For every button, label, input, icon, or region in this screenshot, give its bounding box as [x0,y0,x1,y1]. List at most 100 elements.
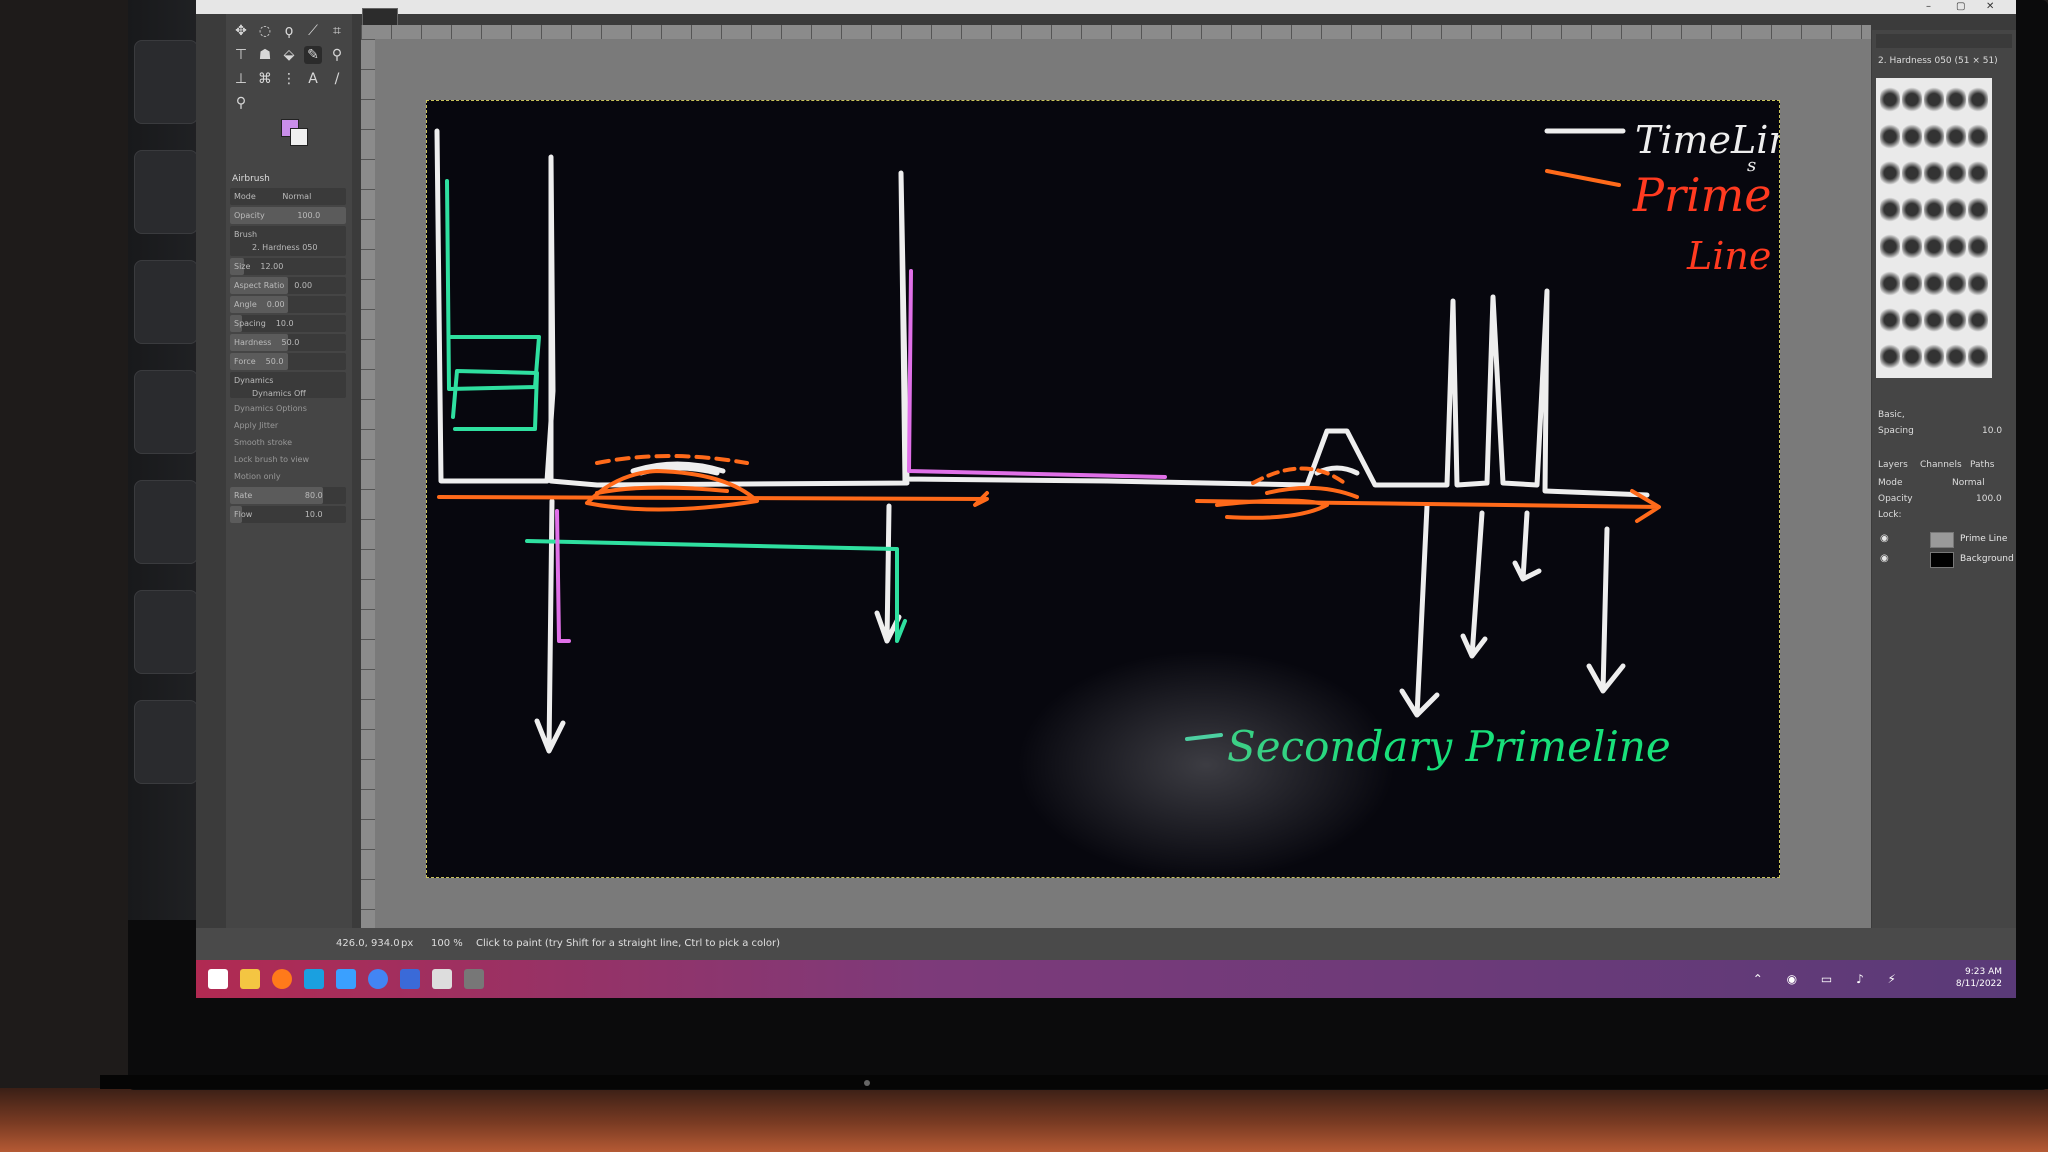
brush-preset[interactable] [1924,339,1944,374]
color-picker-icon[interactable]: ⋮ [282,71,296,87]
vertical-ruler[interactable] [361,39,375,929]
fuzzy-select-icon[interactable]: ⟋ [308,23,318,39]
brush-preset[interactable] [1902,339,1922,374]
option-checkbox[interactable]: Motion only [234,472,281,481]
move-tool-icon[interactable]: ✥ [235,23,247,39]
unified-transform-icon[interactable]: ⊤ [234,47,248,63]
text-tool-icon[interactable]: A [308,71,318,87]
brush-preset[interactable] [1902,118,1922,154]
start-icon[interactable] [208,969,228,989]
vpn-icon[interactable] [400,969,420,989]
minimize-icon[interactable]: – [1926,1,1931,12]
brush-preset[interactable] [1946,302,1966,338]
brush-preset[interactable] [1968,118,1988,154]
brush-preset[interactable] [1880,155,1900,191]
visibility-eye-icon[interactable]: ◉ [1880,553,1889,564]
brush-preset[interactable] [1902,82,1922,117]
image-tab[interactable] [362,8,398,26]
brush-preset[interactable] [1880,229,1900,264]
brush-preset[interactable] [1946,265,1966,301]
brush-preset[interactable] [1946,192,1966,227]
brush-preset[interactable] [1968,229,1988,264]
option-checkbox[interactable]: Lock brush to view [234,455,309,464]
pencil-icon[interactable]: / [334,71,340,87]
close-icon[interactable]: ✕ [1986,1,1995,12]
brush-spacing-value[interactable]: 10.0 [1982,426,2003,436]
brush-preset[interactable] [1924,229,1944,264]
dynamics-select[interactable]: Dynamics Dynamics Off [230,372,346,398]
paths-icon[interactable]: ⌘ [258,71,272,87]
crop-icon[interactable]: ⌗ [333,23,341,39]
brush-preset[interactable] [1902,265,1922,301]
brush-preset[interactable] [1924,192,1944,227]
option-checkbox[interactable]: Smooth stroke [234,438,292,447]
brush-preset[interactable] [1946,82,1966,117]
flow-slider[interactable]: Flow 10.0 [230,506,346,523]
brush-preset[interactable] [1968,339,1988,374]
brush-preset[interactable] [1924,155,1944,191]
brush-preset[interactable] [1968,155,1988,191]
brush-preset[interactable] [1924,302,1944,338]
brush-preset[interactable] [1880,265,1900,301]
brush-preset[interactable] [1880,302,1900,338]
brush-preset[interactable] [1968,265,1988,301]
app-icon[interactable] [432,969,452,989]
brush-preset[interactable] [1902,302,1922,338]
brush-preset[interactable]: Basic, [1878,410,1905,420]
clone-icon[interactable]: ⊥ [234,71,248,87]
brush-select[interactable]: Brush 2. Hardness 050 [230,226,346,256]
dynamics-options-expander[interactable]: Dynamics Options [234,404,307,413]
brush-preset[interactable] [1946,118,1966,154]
visibility-eye-icon[interactable]: ◉ [1880,533,1889,544]
rate-slider[interactable]: Rate 80.0 [230,487,346,504]
zoom-select[interactable]: 100 % [431,938,463,949]
maximize-icon[interactable]: ▢ [1956,1,1966,12]
clock[interactable]: 9:23 AM 8/11/2022 [1956,966,2002,990]
brush-preset[interactable] [1880,118,1900,154]
warp-transform-icon[interactable]: ☗ [258,47,272,63]
firefox-icon[interactable] [272,969,292,989]
brush-preset[interactable] [1924,82,1944,117]
zoom-icon[interactable]: ⚲ [235,95,247,111]
brush-grid[interactable] [1876,78,1992,378]
airbrush-icon[interactable]: ✎ [304,46,322,64]
layer-row[interactable]: ◉ Background [1876,550,2014,568]
ellipse-select-icon[interactable]: ◌ [258,23,272,39]
layer-opacity-value[interactable]: 100.0 [1976,494,2002,504]
layer-row[interactable]: ◉ Prime Line [1876,530,2012,548]
option-checkbox[interactable]: Apply Jitter [234,421,279,430]
channels-tab-label[interactable]: Channels [1920,460,1962,470]
bucket-fill-icon[interactable]: ⬙ [283,47,295,63]
brush-preset[interactable] [1946,339,1966,374]
unit-select[interactable]: px [401,938,414,949]
edge-icon[interactable] [304,969,324,989]
layers-tab-label[interactable]: Layers [1878,460,1908,470]
brush-preset[interactable] [1924,265,1944,301]
layer-mode-value[interactable]: Normal [1952,478,1985,488]
horizontal-ruler[interactable] [361,25,1871,39]
background-color[interactable] [290,128,308,146]
store-icon[interactable] [336,969,356,989]
brush-preset[interactable] [1968,302,1988,338]
free-select-icon[interactable]: ϙ [284,23,294,39]
brush-preset[interactable] [1924,118,1944,154]
brush-preset[interactable] [1946,229,1966,264]
file-explorer-icon[interactable] [240,969,260,989]
brush-preset[interactable] [1968,192,1988,227]
drawing-canvas[interactable]: TimeLine s Prime Line Secondary Primelin… [426,100,1780,878]
gimp-icon[interactable] [464,969,484,989]
brush-preset[interactable] [1880,339,1900,374]
brush-preset[interactable] [1902,192,1922,227]
system-tray[interactable]: ⌃ ◉ ▭ ♪ ⚡ [1752,972,1906,986]
brush-preset[interactable] [1902,155,1922,191]
brush-preset[interactable] [1968,82,1988,117]
mode-select[interactable]: Mode Normal [230,188,346,205]
dock-tabs[interactable] [1876,34,2012,48]
smudge-icon[interactable]: ⚲ [331,47,343,63]
paths-tab-label[interactable]: Paths [1970,460,1995,470]
